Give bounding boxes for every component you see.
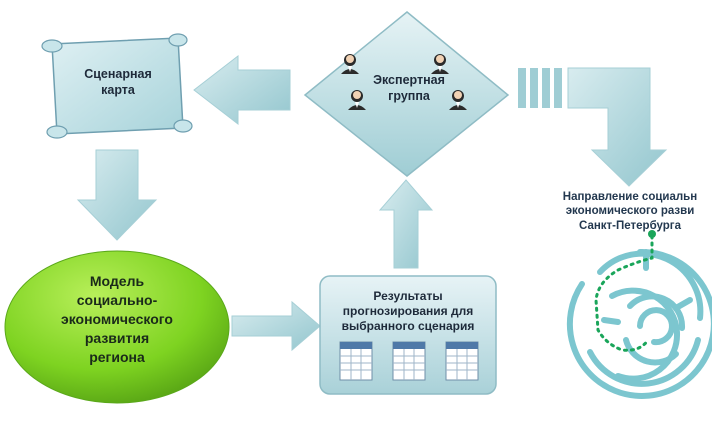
model-label: Модель социально- экономического развити… xyxy=(61,273,173,365)
arrow-results-to-expert xyxy=(378,179,434,269)
arrow-scenario-to-model xyxy=(76,149,158,241)
arrow-model-to-results xyxy=(231,300,321,352)
person-icon xyxy=(449,90,467,110)
labyrinth-path xyxy=(594,234,654,352)
table-icon xyxy=(392,341,426,381)
person-icon xyxy=(348,90,366,110)
expert-group-label: Экспертная группа xyxy=(373,73,445,103)
expert-group-diamond xyxy=(303,11,510,177)
person-icon xyxy=(431,54,449,74)
person-icon xyxy=(341,54,359,74)
arrow-expert-to-direction xyxy=(518,67,668,187)
model-ellipse xyxy=(4,250,230,404)
results-label: Результаты прогнозирования для выбранног… xyxy=(341,289,475,333)
direction-label: Направление социальн экономического разв… xyxy=(562,191,698,232)
scroll-icon xyxy=(41,33,193,139)
table-icon xyxy=(339,341,373,381)
arrow-expert-to-scenario xyxy=(193,54,291,126)
scenario-map-label: Сценарная карта xyxy=(84,67,152,97)
labyrinth-icon xyxy=(566,248,712,399)
labyrinth-start-dot xyxy=(648,230,656,238)
table-icon xyxy=(445,341,479,381)
